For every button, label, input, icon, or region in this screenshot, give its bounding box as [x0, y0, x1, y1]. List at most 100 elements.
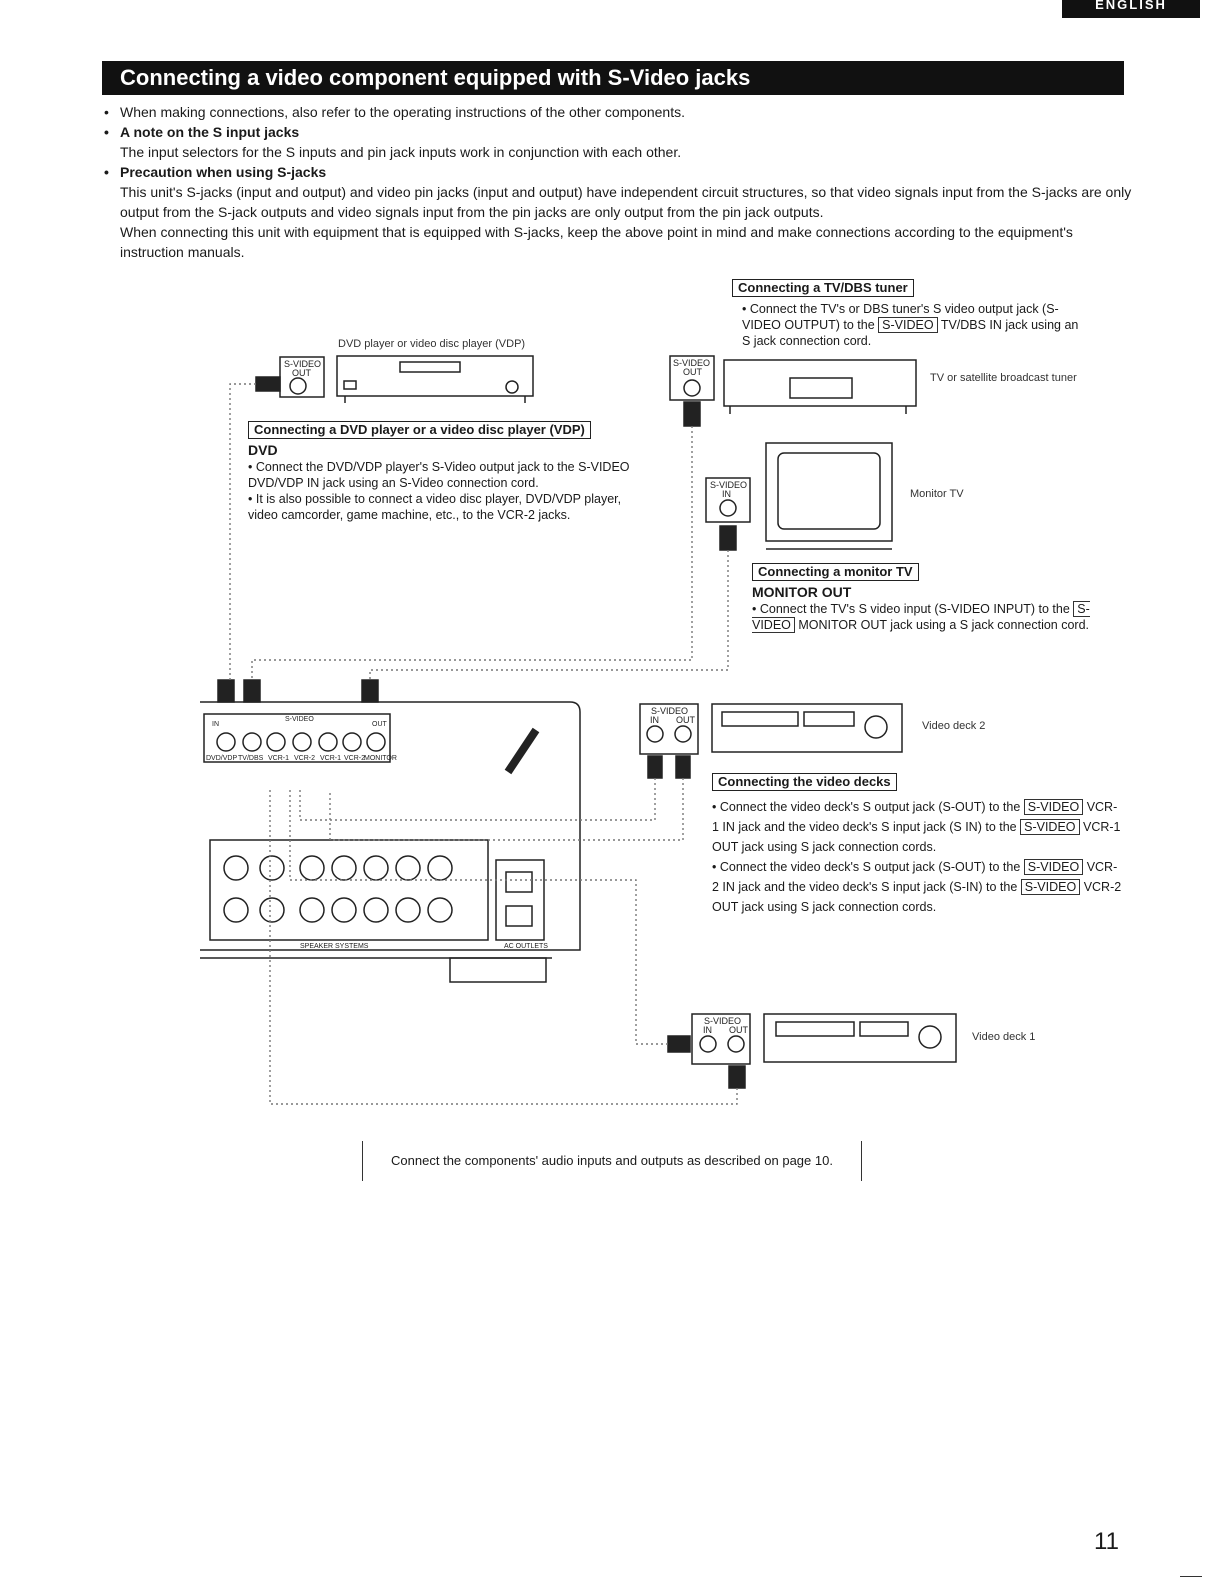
receiver-foot	[449, 957, 547, 983]
dvd-bullet-2-text: It is also possible to connect a video d…	[248, 492, 622, 522]
intro-notes: •When making connections, also refer to …	[102, 102, 1132, 262]
vd-b1-c: VCR-1 OUT jack using S jack connection c…	[712, 820, 1121, 854]
monitor-svideo-jack	[719, 499, 737, 517]
video-decks-bullet-2: • Connect the video deck's S output jack…	[712, 859, 1122, 914]
receiver-svideo-label: S-VIDEO	[285, 716, 314, 723]
dvd-plug	[255, 376, 281, 392]
vd-b2-c: VCR-2 OUT jack using S jack connection c…	[712, 880, 1122, 914]
page-number: 11	[1094, 1528, 1119, 1555]
deck2-knob	[864, 715, 888, 739]
receiver-in-label: IN	[212, 721, 219, 728]
tv-dbs-note: Connecting a TV/DBS tuner • Connect the …	[732, 279, 1084, 349]
deck1-plug-in	[667, 1035, 691, 1053]
video-decks-note: Connecting the video decks • Connect the…	[712, 773, 1122, 917]
tuner-cord	[251, 426, 693, 680]
deck2-plug-out	[675, 755, 691, 779]
dvd-label: Connecting a DVD player or a video disc …	[248, 421, 591, 439]
tuner-body	[723, 359, 917, 407]
receiver-plug-dvd	[217, 679, 235, 703]
video-decks-bullet-1: • Connect the video deck's S output jack…	[712, 799, 1121, 854]
receiver-svideo-jacks	[216, 732, 386, 752]
dvd-jack-label: S-VIDEO	[284, 359, 321, 369]
language-tab: ENGLISH	[1062, 0, 1200, 18]
speaker-systems-label: SPEAKER SYSTEMS	[300, 943, 369, 950]
deck1-caption: Video deck 1	[972, 1031, 1036, 1043]
speaker-terminals	[223, 855, 453, 923]
receiver-jack-label-2: VCR-1	[268, 755, 289, 762]
intro-bullet-2-title: •A note on the S input jacks	[102, 122, 1132, 142]
deck2-out-cord	[329, 778, 684, 841]
vd-b1-b: VCR-1 IN jack and the video deck's S inp…	[712, 800, 1118, 834]
dvd-bullet-1-text: Connect the DVD/VDP player's S-Video out…	[248, 460, 630, 490]
audio-connection-note: Connect the components' audio inputs and…	[362, 1141, 862, 1181]
tv-dbs-boxed: S-VIDEO	[878, 317, 938, 333]
deck1-knob	[918, 1025, 942, 1049]
deck1-display	[859, 1021, 909, 1037]
tuner-svideo-jack	[683, 379, 701, 397]
deck1-jack-out-label: OUT	[729, 1025, 749, 1035]
receiver-jack-label-6: MONITOR	[364, 755, 397, 762]
receiver-rear-panel	[200, 701, 581, 951]
receiver-jack-label-5: VCR-2	[344, 755, 365, 762]
intro-bullet-3-title: •Precaution when using S-jacks	[102, 162, 1132, 182]
receiver-jack-label-4: VCR-1	[320, 755, 341, 762]
dvd-button	[343, 380, 357, 390]
receiver-jack-label-3: VCR-2	[294, 755, 315, 762]
deck1-cassette-slot	[775, 1021, 855, 1037]
monitor-text-b: MONITOR OUT jack using a S jack connecti…	[798, 618, 1090, 632]
monitor-cord	[369, 550, 729, 680]
monitor-plug	[719, 525, 737, 551]
monitor-screen	[777, 452, 881, 530]
section-title: Connecting a video component equipped wi…	[102, 61, 1124, 95]
ac-outlets-label: AC OUTLETS	[504, 943, 548, 950]
deck2-jack-in-label: IN	[650, 715, 659, 725]
receiver-plug-tv	[243, 679, 261, 703]
deck1-in-cord	[289, 790, 668, 1045]
receiver-plug-monitor	[361, 679, 379, 703]
tv-dbs-text-b: TV/DBS IN jack using an S jack connectio…	[742, 318, 1079, 348]
deck1-svideo-jack-box	[691, 1013, 751, 1065]
deck2-in-cord	[299, 778, 656, 821]
monitor-text-a: Connect the TV's S video input (S-VIDEO …	[759, 602, 1070, 616]
ac-outlets	[495, 859, 545, 941]
dvd-jack-out-label: OUT	[292, 368, 312, 378]
speaker-terminal-block	[209, 839, 489, 941]
dvd-disc-tray	[399, 361, 461, 373]
deck1-out-cord	[269, 790, 738, 1105]
deck1-svideo-out-jack	[727, 1035, 745, 1053]
monitor-jack-label: S-VIDEO	[710, 480, 747, 490]
vd-b1-boxed1: S-VIDEO	[1023, 799, 1084, 815]
power-cord	[504, 727, 540, 775]
tuner-jack-label: S-VIDEO	[673, 358, 710, 368]
video-decks-text: • Connect the video deck's S output jack…	[712, 797, 1122, 917]
video-decks-label: Connecting the video decks	[712, 773, 897, 791]
precaution-title: Precaution when using S-jacks	[120, 164, 327, 180]
monitor-note: Connecting a monitor TV MONITOR OUT • Co…	[752, 563, 1124, 633]
monitor-caption: Monitor TV	[910, 488, 964, 500]
dvd-player-body	[336, 355, 534, 397]
dvd-cord	[229, 383, 256, 680]
deck1-plug-out	[728, 1065, 746, 1089]
vd-b1-a: Connect the video deck's S output jack (…	[719, 800, 1021, 814]
vd-b2-boxed1: S-VIDEO	[1023, 859, 1084, 875]
vd-b2-b: VCR-2 IN jack and the video deck's S inp…	[712, 860, 1118, 894]
deck2-jack-label: S-VIDEO	[651, 706, 688, 716]
monitor-svideo-jack-box	[705, 477, 751, 523]
ac-outlet-1	[505, 871, 533, 893]
tuner-caption: TV or satellite broadcast tuner	[930, 372, 1077, 384]
monitor-label: Connecting a monitor TV	[752, 563, 919, 581]
s-input-note-title: A note on the S input jacks	[120, 124, 300, 140]
tuner-svideo-jack-box	[669, 355, 715, 401]
vd-b2-boxed2: S-VIDEO	[1020, 879, 1081, 895]
monitor-text: MONITOR OUT • Connect the TV's S video i…	[752, 583, 1124, 633]
deck2-svideo-in-jack	[646, 725, 664, 743]
tuner-display	[789, 377, 853, 399]
deck1-svideo-in-jack	[699, 1035, 717, 1053]
deck2-display	[803, 711, 855, 727]
receiver-svideo-jack-group	[203, 713, 391, 763]
dvd-subhead: DVD	[248, 442, 278, 458]
monitor-jack-in-label: IN	[722, 489, 731, 499]
tv-dbs-label: Connecting a TV/DBS tuner	[732, 279, 914, 297]
dvd-knob	[505, 380, 519, 394]
